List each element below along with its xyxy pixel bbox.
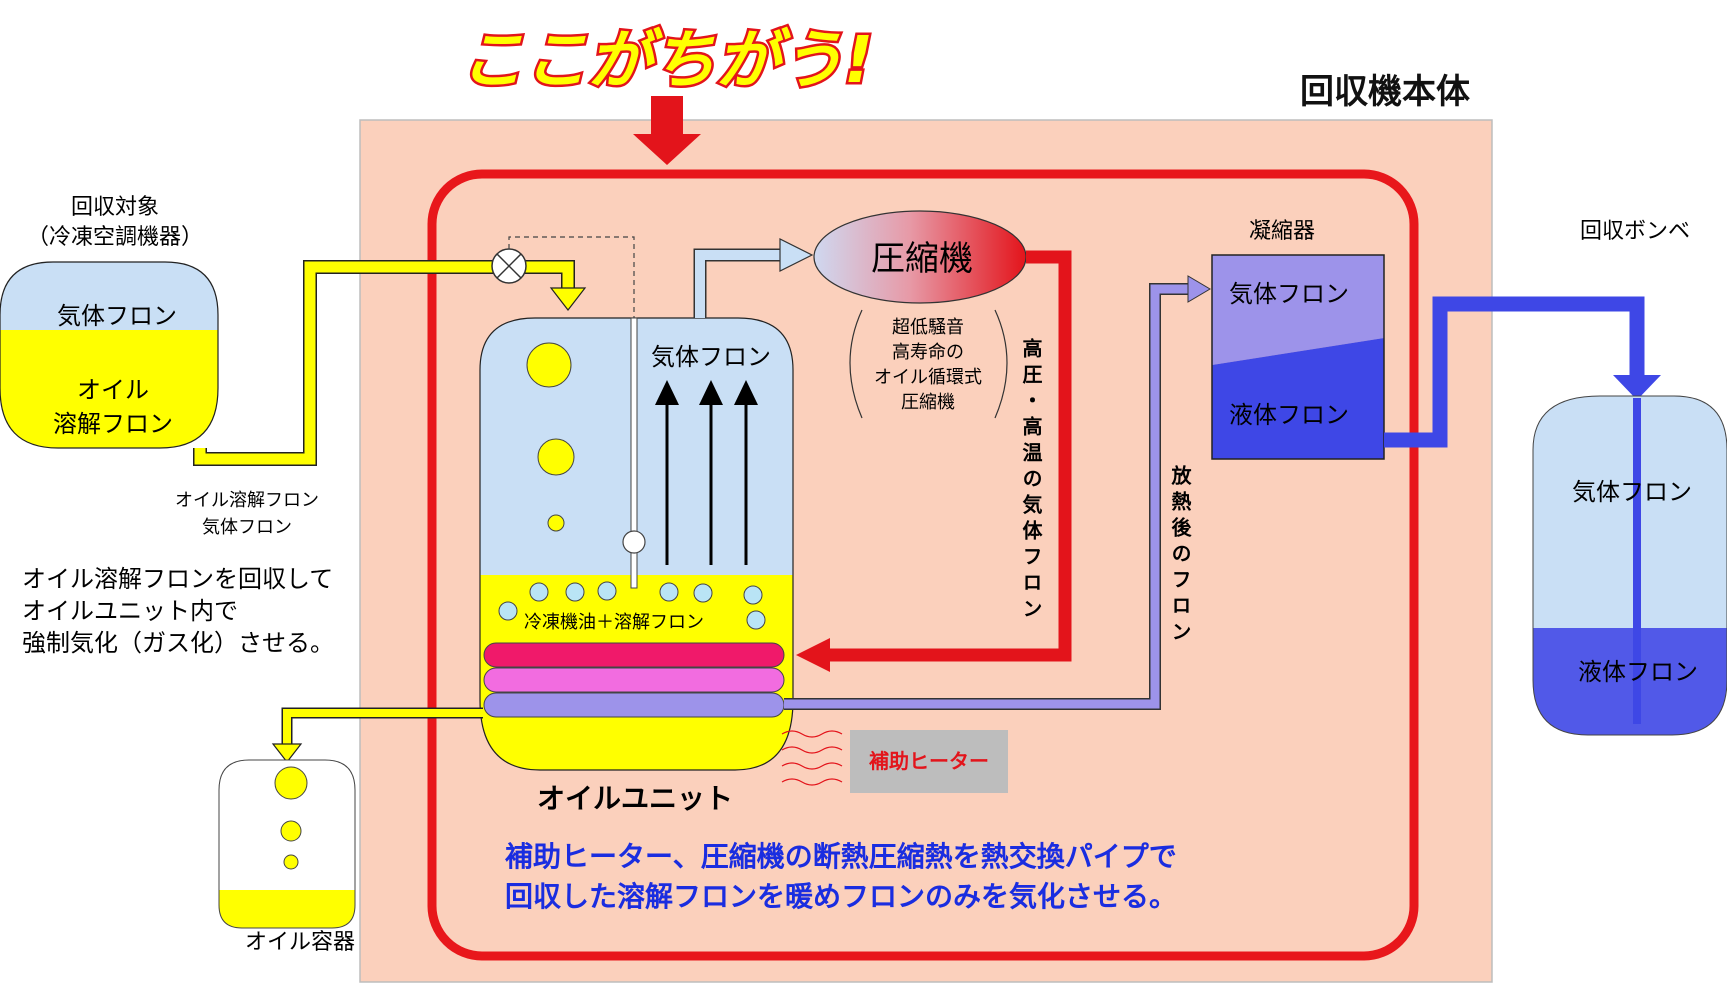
cooled-label: 放熱後のフロン (1168, 464, 1192, 647)
pipe-label-line1: オイル溶解フロン (175, 490, 319, 511)
condenser (1211, 254, 1385, 460)
condenser-title: 凝縮器 (1249, 219, 1315, 244)
hot-gas-label: 高圧・高温の気体フロン (1019, 337, 1043, 624)
oil-unit-gas-label: 気体フロン (651, 343, 771, 371)
hot-gas-arrow (796, 638, 830, 672)
bubble (537, 438, 575, 476)
valve-icon (491, 248, 527, 284)
compressor-desc-line2: 高寿命の (892, 342, 964, 363)
compressor-desc-line3: オイル循環式 (874, 367, 982, 388)
recovery-cylinder (1532, 395, 1727, 736)
cooled-coil (483, 692, 785, 718)
bubble (547, 514, 565, 532)
liquid-pipe (1384, 296, 1645, 448)
source-title-line2: （冷凍空調機器） (27, 225, 203, 250)
cylinder-liquid-label: 液体フロン (1578, 658, 1698, 686)
compressor-name: 圧縮機 (871, 239, 973, 279)
heater-waves-icon (781, 730, 843, 786)
float-rod (630, 317, 638, 589)
compressor-desc-line4: 圧縮機 (901, 392, 955, 413)
oil-drain-arrow (271, 743, 303, 763)
hot-gas-pipe (828, 250, 1072, 662)
hot-gas-coil (483, 642, 785, 668)
condenser-gas-label: 気体フロン (1229, 280, 1349, 308)
cylinder-gas-label: 気体フロン (1572, 478, 1692, 506)
desc-bracket-right (994, 309, 1008, 419)
source-gas-label: 気体フロン (57, 302, 177, 330)
cooled-pipe-arrow (1187, 275, 1211, 303)
compressor-desc-line1: 超低騒音 (892, 317, 964, 338)
headline-arrow (633, 96, 701, 165)
liquid-pipe-arrow (1613, 375, 1661, 400)
bubble (526, 342, 572, 388)
recovery-machine-label: 回収機本体 (1300, 72, 1470, 112)
source-oil-label-line2: 溶解フロン (53, 410, 173, 438)
desc-bracket-left (849, 309, 863, 419)
source-tank (0, 261, 219, 449)
cylinder-title: 回収ボンベ (1580, 219, 1690, 244)
heater-box (850, 730, 1008, 793)
float-control-line (508, 236, 635, 318)
condenser-liquid-label: 液体フロン (1229, 401, 1349, 429)
evaporation-arrows (655, 380, 758, 565)
headline: ここがちがう! (460, 24, 873, 98)
left-note-line1: オイル溶解フロンを回収して (22, 565, 333, 593)
left-note-line3: 強制気化（ガス化）させる。 (22, 629, 334, 657)
liquid-bubbles (498, 581, 766, 630)
oil-container-label: オイル容器 (245, 930, 355, 955)
oil-container (218, 759, 356, 929)
bottom-note-line1: 補助ヒーター、圧縮機の断熱圧縮熱を熱交換パイプで (504, 840, 1177, 873)
source-oil-label-line1: オイル (77, 376, 149, 404)
source-title-line1: 回収対象 (71, 195, 159, 220)
bottom-note-line2: 回収した溶解フロンを暖めフロンのみを気化させる。 (505, 880, 1177, 913)
float-ball (622, 530, 646, 554)
oil-unit-name: オイルユニット (537, 782, 733, 815)
pipe-label-line2: 気体フロン (202, 517, 292, 538)
suction-pipe-arrow (549, 287, 587, 311)
highlight-frame (427, 169, 1419, 961)
oil-unit-liquid-label: 冷凍機油＋溶解フロン (524, 612, 704, 633)
heater-label: 補助ヒーター (868, 749, 989, 773)
heater-coil (483, 667, 785, 693)
left-note-line2: オイルユニット内で (22, 597, 238, 625)
gas-outlet-arrow (779, 238, 814, 272)
